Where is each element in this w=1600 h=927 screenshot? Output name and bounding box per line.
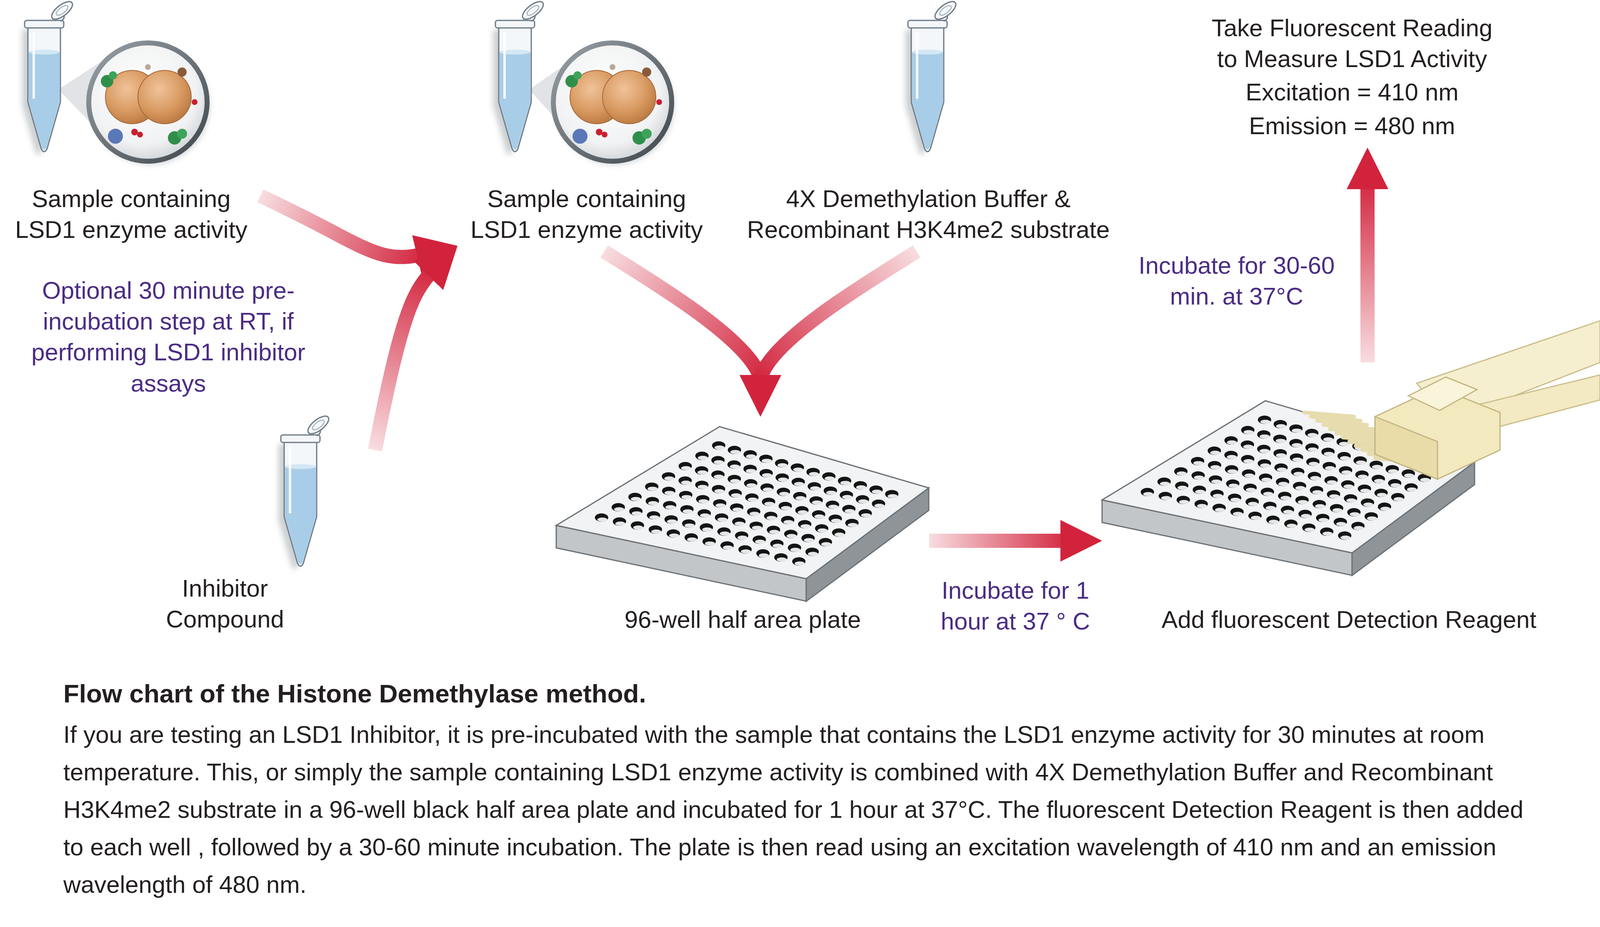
node-text: Excitation = 410 nm (1200, 76, 1505, 108)
sample-tube: Sample containing LSD1 enzyme activity (457, 4, 716, 245)
flow-arrow (929, 533, 1073, 548)
node-text: Inhibitor Compound (120, 572, 330, 635)
sample-tube: Sample containing LSD1 enzyme activity (2, 4, 261, 245)
node-text: Sample containing LSD1 enzyme activity (2, 183, 261, 245)
caption-text: If you are testing an LSD1 Inhibitor, it… (63, 715, 1547, 903)
step-label: Incubate for 1 hour at 37 ° C (923, 575, 1108, 637)
reading-step: Take Fluorescent Reading to Measure LSD1… (1200, 12, 1505, 142)
flow-arrow (760, 251, 917, 388)
node-text: 4X Demethylation Buffer & Recombinant H3… (728, 183, 1129, 245)
well-plate: 96-well half area plate (556, 416, 930, 635)
detection-step: Add fluorescent Detection Reagent (1102, 362, 1596, 635)
caption-title: Flow chart of the Histone Demethylase me… (63, 677, 1547, 710)
note-text: Optional 30 minute pre-incubation step a… (22, 275, 315, 399)
node-text: 96-well half area plate (556, 604, 930, 635)
flow-arrow (1360, 176, 1375, 363)
flow-arrow (260, 195, 430, 258)
node-text: Take Fluorescent Reading to Measure LSD1… (1200, 12, 1505, 75)
node-text: Add fluorescent Detection Reagent (1102, 604, 1596, 635)
node-text: Sample containing LSD1 enzyme activity (457, 183, 716, 245)
flow-arrow (604, 251, 761, 388)
inhibitor-tube: Inhibitor Compound (120, 416, 375, 635)
step-label: Incubate for 30-60 min. at 37°C (1128, 250, 1345, 312)
node-text: Emission = 480 nm (1200, 110, 1505, 142)
flow-arrow (375, 266, 438, 450)
reagent-tube: 4X Demethylation Buffer & Recombinant H3… (728, 4, 1129, 245)
